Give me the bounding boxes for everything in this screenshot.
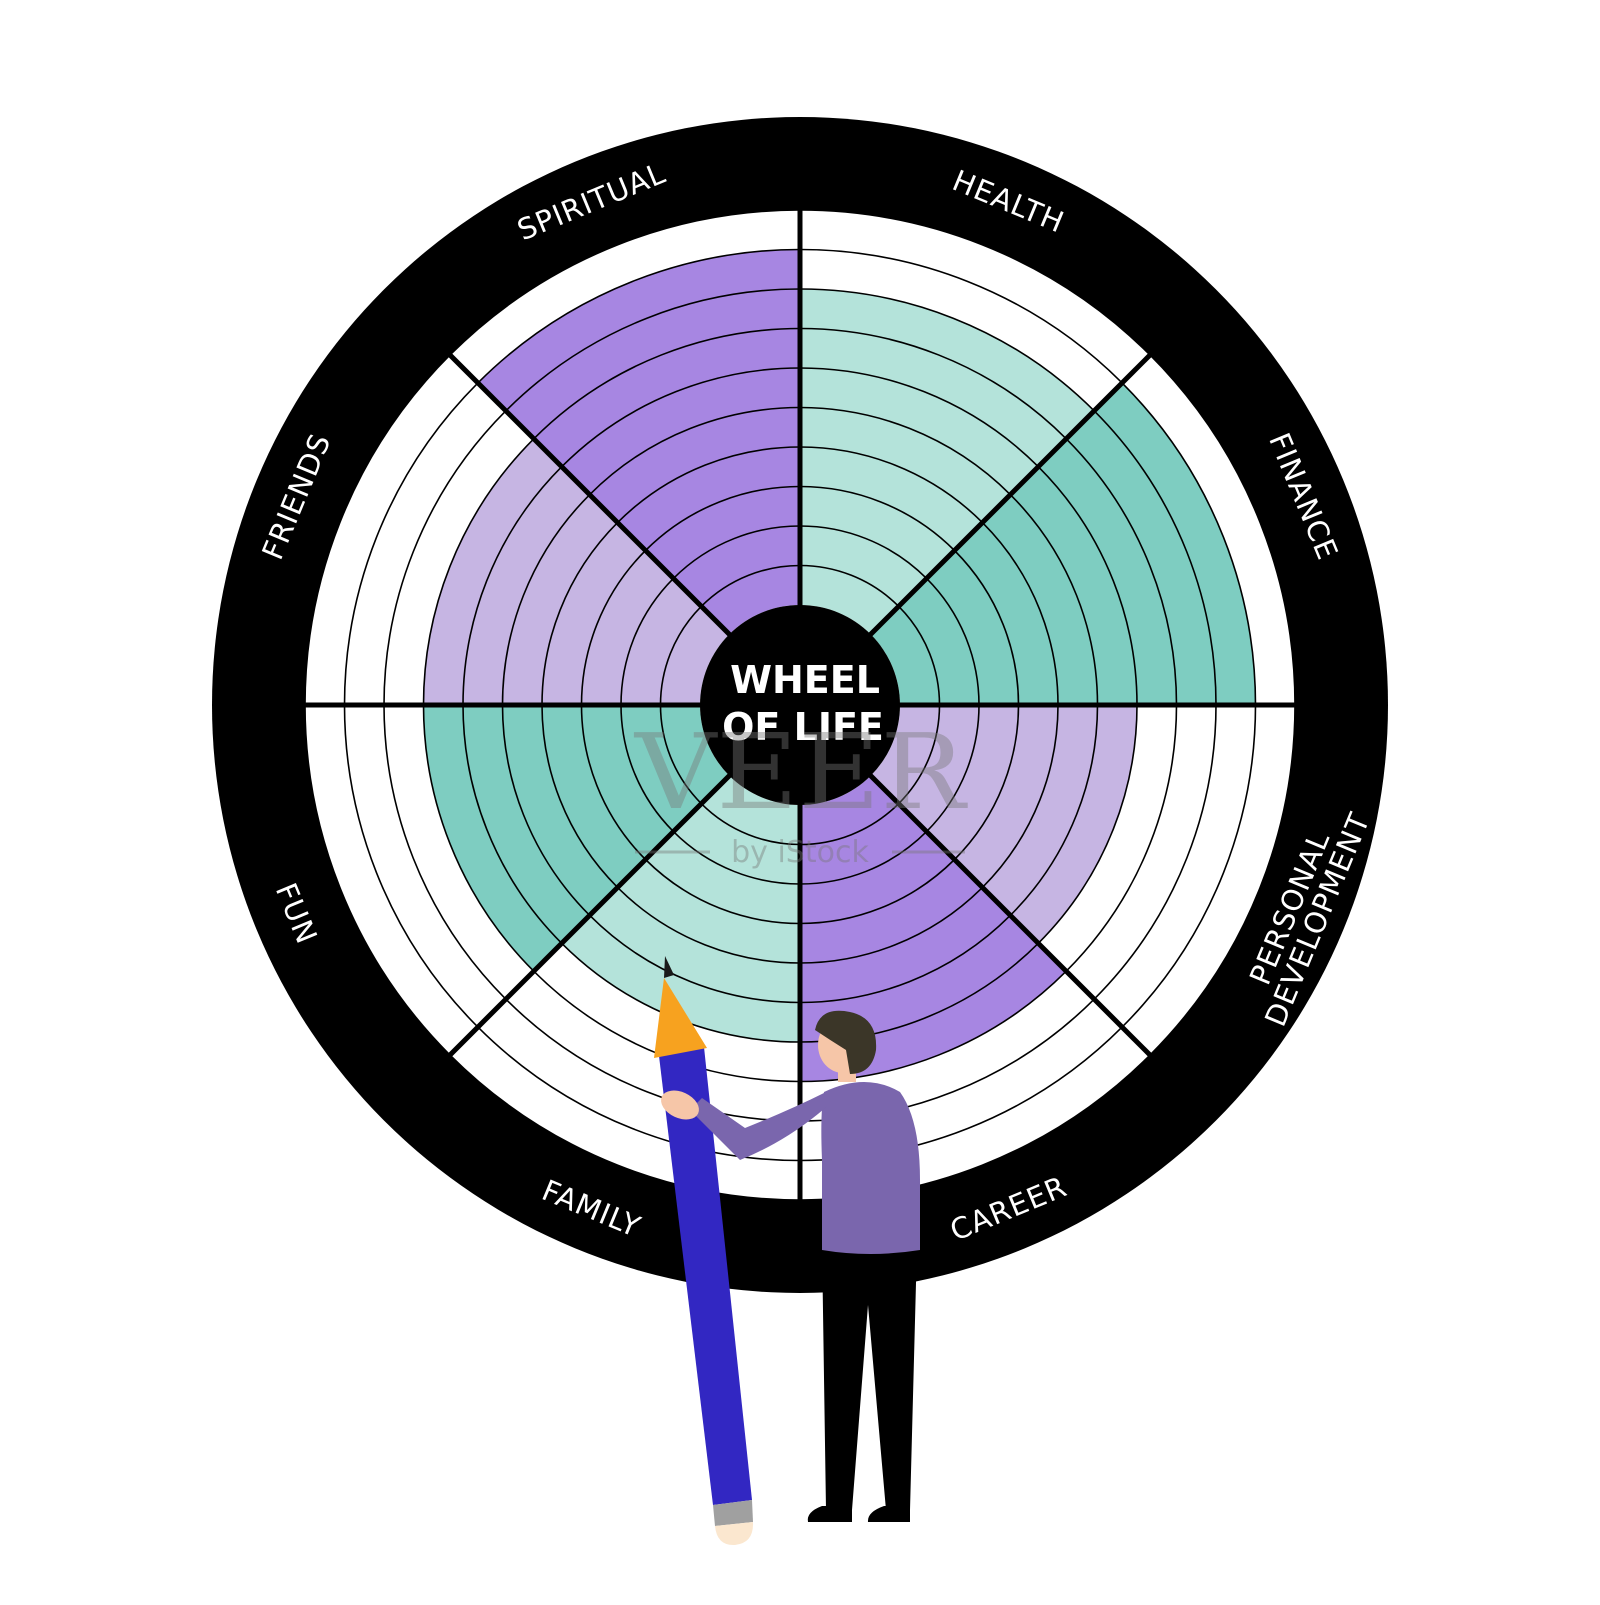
segment-dividers xyxy=(303,208,1297,1202)
score-fill-friends xyxy=(423,438,730,705)
person-hair xyxy=(815,1010,877,1074)
score-fill-finance xyxy=(870,382,1256,705)
person-arm xyxy=(690,1092,832,1160)
person-shoe-right xyxy=(867,1506,910,1522)
center-hub xyxy=(700,605,900,805)
score-fill-career xyxy=(800,775,1067,1082)
segment-divider-6 xyxy=(446,772,733,1059)
center-title-line1: WHEEL xyxy=(730,658,880,702)
segment-divider-8 xyxy=(446,351,733,638)
center-title-line2: OF LIFE xyxy=(722,705,884,749)
person-shoe-left xyxy=(807,1506,852,1522)
person-legs xyxy=(822,1245,917,1510)
score-fill-family xyxy=(561,775,800,1043)
score-fill-fun xyxy=(423,705,730,972)
pencil-icon xyxy=(654,956,754,1546)
segment-divider-4 xyxy=(867,772,1154,1059)
person-hand xyxy=(661,1090,699,1120)
watermark-main: VEER xyxy=(633,711,968,833)
person-with-pencil-illustration xyxy=(654,956,920,1546)
segment-divider-2 xyxy=(867,351,1154,638)
watermark-sub: by iStock xyxy=(731,835,869,870)
watermark: VEER by iStock xyxy=(633,711,968,870)
score-fill-personal-development xyxy=(870,705,1137,944)
score-fill-spiritual xyxy=(477,249,800,635)
person-shirt xyxy=(821,1082,920,1254)
score-fills xyxy=(423,249,1256,1082)
